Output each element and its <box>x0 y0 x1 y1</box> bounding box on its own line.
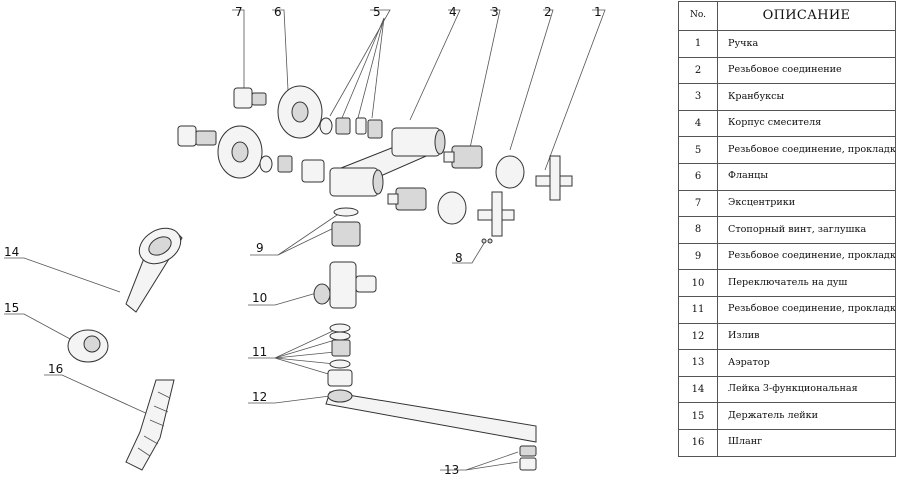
row-number: 9 <box>678 242 718 271</box>
shower-diverter <box>313 261 377 309</box>
row-description: Держатель лейки <box>717 402 896 430</box>
row-number: 12 <box>678 322 718 351</box>
row-description: Лейка 3-функциональная <box>717 375 896 404</box>
mixer-body <box>329 127 446 197</box>
row-number: 14 <box>678 375 718 404</box>
aerator <box>519 445 537 471</box>
shower-holder <box>67 329 109 363</box>
callout-8: 8 <box>455 251 463 265</box>
callout-12: 12 <box>252 390 267 404</box>
callout-4: 4 <box>449 5 457 19</box>
row-number: 16 <box>678 428 718 457</box>
row-description: Корпус смесителя <box>717 109 896 138</box>
row-number: 11 <box>678 295 718 324</box>
row-number: 10 <box>678 269 718 297</box>
callout-1: 1 <box>594 5 602 19</box>
row-number: 7 <box>678 189 718 218</box>
callout-6: 6 <box>274 5 282 19</box>
callout-labels: 1 2 3 4 5 6 7 8 9 10 11 12 13 14 15 16 <box>4 5 602 477</box>
callout-16: 16 <box>48 362 63 376</box>
threaded-connection-11 <box>327 323 353 387</box>
header-no: No. <box>678 1 718 31</box>
row-number: 1 <box>678 30 718 58</box>
valve-cartridge-upper <box>443 145 483 169</box>
valve-cartridge-lower <box>387 187 427 211</box>
leader-lines <box>4 9 606 471</box>
callout-9: 9 <box>256 241 264 255</box>
row-number: 5 <box>678 136 718 164</box>
row-description: Переключатель на душ <box>717 269 896 297</box>
callout-2: 2 <box>544 5 552 19</box>
row-description: Стопорный винт, заглушка <box>717 216 896 244</box>
threaded-connection-2 <box>437 155 525 225</box>
row-number: 3 <box>678 83 718 111</box>
spout <box>325 389 537 443</box>
callout-10: 10 <box>252 291 267 305</box>
row-description: Резьбовое соединение <box>717 56 896 85</box>
shower-head <box>125 227 183 313</box>
row-description: Фланцы <box>717 162 896 191</box>
exploded-parts-diagram: 1 2 3 4 5 6 7 8 9 10 11 12 13 14 15 16 <box>4 5 606 477</box>
set-screw-plugs <box>481 238 493 244</box>
row-description: Шланг <box>717 428 896 457</box>
flange-lower <box>217 125 263 179</box>
table-header-row: No. ОПИСАНИЕ <box>678 1 896 31</box>
row-description: Аэратор <box>717 349 896 377</box>
row-description: Кранбуксы <box>717 83 896 111</box>
callout-13: 13 <box>444 463 459 477</box>
callout-15: 15 <box>4 301 19 315</box>
row-number: 8 <box>678 216 718 244</box>
threaded-connection-9 <box>331 207 361 247</box>
row-description: Резьбовое соединение, прокладки <box>717 295 896 324</box>
row-number: 4 <box>678 109 718 138</box>
callout-3: 3 <box>491 5 499 19</box>
callout-5: 5 <box>373 5 381 19</box>
callout-11: 11 <box>252 345 267 359</box>
flange-upper <box>277 85 323 139</box>
row-description: Резьбовое соединение, прокладки <box>717 136 896 164</box>
row-description: Эксцентрики <box>717 189 896 218</box>
threaded-connection-set <box>259 117 383 183</box>
callout-14: 14 <box>4 245 19 259</box>
row-number: 2 <box>678 56 718 85</box>
cross-handle-upper <box>535 155 573 201</box>
row-description: Ручка <box>717 30 896 58</box>
row-description: Резьбовое соединение, прокладки <box>717 242 896 271</box>
eccentric-upper <box>233 87 267 109</box>
eccentric-lower <box>177 125 217 147</box>
header-description: ОПИСАНИЕ <box>717 1 896 31</box>
row-number: 13 <box>678 349 718 377</box>
row-description: Излив <box>717 322 896 351</box>
row-number: 15 <box>678 402 718 430</box>
shower-hose <box>125 379 175 471</box>
callout-7: 7 <box>235 5 243 19</box>
cross-handle-lower <box>477 191 515 237</box>
row-number: 6 <box>678 162 718 191</box>
